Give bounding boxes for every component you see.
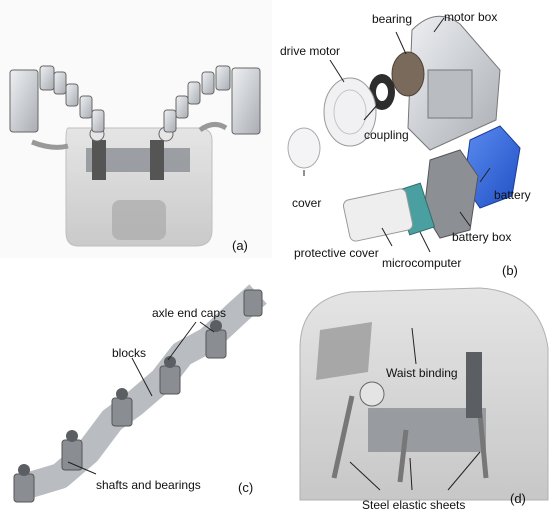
label-steel-elastic-sheets: Steel elastic sheets [362, 498, 466, 512]
panel-d-tag: (d) [510, 491, 526, 506]
label-coupling: coupling [364, 128, 409, 142]
protective-cover-shape [342, 188, 414, 242]
right-finger-a [163, 65, 261, 135]
panel-c-tag: (c) [238, 480, 253, 495]
band-pad-a [112, 200, 166, 240]
label-microcomputer: microcomputer [382, 256, 462, 270]
label-blocks: blocks [112, 346, 147, 360]
label-battery-box: battery box [452, 230, 512, 244]
panel-a-illustration [0, 0, 272, 258]
bearing-shape [391, 51, 425, 97]
label-shafts-and-bearings: shafts and bearings [96, 478, 201, 492]
label-battery: battery [494, 188, 531, 202]
panel-b-leaders [303, 17, 491, 253]
label-axle-end-caps: axle end caps [152, 306, 227, 320]
drive-motor-shape [323, 77, 377, 147]
panel-b-illustration [287, 15, 521, 242]
label-waist-binding: Waist binding [386, 366, 458, 380]
label-protective-cover: protective cover [294, 246, 379, 260]
finger-chain-c [16, 284, 267, 501]
panel-c-illustration [13, 284, 267, 503]
label-motor-box: motor box [444, 10, 498, 24]
label-bearing: bearing [372, 12, 413, 26]
left-finger-a [9, 65, 105, 150]
label-drive-motor: drive motor [280, 44, 341, 58]
panel-c-leaders [67, 321, 215, 475]
steel-sheet-right [477, 413, 489, 479]
panel-b-tag: (b) [502, 263, 518, 278]
cover-shape [287, 127, 321, 169]
label-cover: cover [292, 196, 322, 210]
panel-d-leaders [349, 327, 481, 491]
steel-sheet-mid [397, 429, 409, 483]
panel-d-illustration [299, 287, 549, 501]
steel-sheet-left [331, 395, 355, 479]
panel-a-tag: (a) [232, 238, 248, 253]
